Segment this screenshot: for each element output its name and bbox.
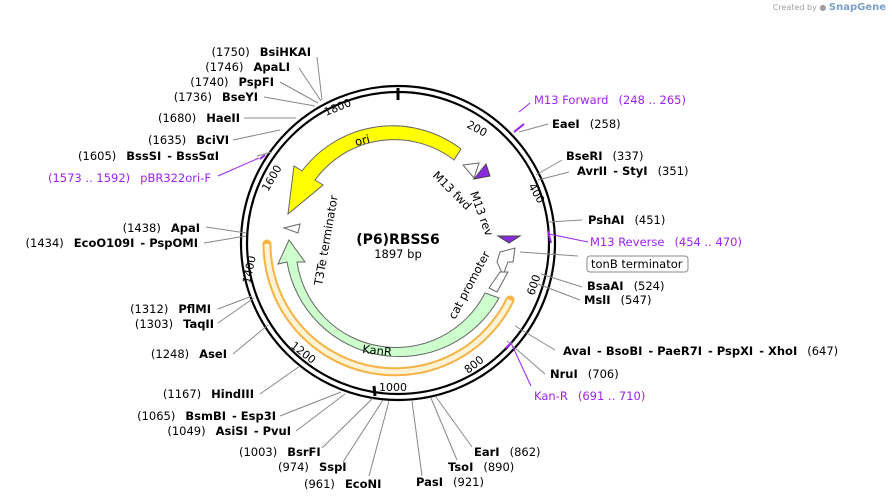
pflmi-site[interactable]: (1312)PflMI [130, 302, 211, 316]
m13-forward-primer[interactable]: M13 Forward(248 .. 265) [534, 93, 686, 107]
m13rev-arrow[interactable] [496, 235, 522, 244]
created-by-text: Created by [772, 3, 817, 12]
bsssi-site[interactable]: (1605)BssSI- BssSαI [78, 149, 219, 163]
backbone-outer-ring [239, 84, 557, 402]
m13rev-label: M13 rev [467, 189, 496, 238]
kanr-label: KanR [362, 342, 393, 359]
hindiii-site[interactable]: (1167)HindIII [163, 387, 254, 401]
tick-1600: 1600 [259, 163, 284, 194]
kanr-feature[interactable] [277, 239, 500, 358]
econi-site[interactable]: (961)EcoNI [304, 477, 381, 491]
t3te-arrow[interactable] [462, 162, 480, 180]
eari-site[interactable]: EarI(862) [474, 445, 541, 459]
cat-arrow[interactable] [488, 271, 509, 293]
m13fwd-label: M13 fwd [430, 168, 474, 212]
bsmbi-site[interactable]: (1065)BsmBI- Esp3I [137, 409, 276, 423]
apai-site[interactable]: (1438)ApaI [123, 221, 200, 235]
pshai-site[interactable]: PshAI(451) [588, 213, 665, 227]
bcivi-site[interactable]: (1635)BciVI [148, 133, 229, 147]
snapgene-logo: Created by ● SnapGene [773, 2, 886, 13]
tick-1800: 1800 [322, 96, 353, 119]
bsihkai-site[interactable]: (1750)BsiHKAI [211, 45, 311, 59]
apali-site[interactable]: (1746)ApaLI [205, 60, 290, 74]
sspi-site[interactable]: (974)SspI [278, 460, 347, 474]
tick-1000: 1000 [379, 381, 407, 394]
tonb-label-box [586, 255, 689, 273]
tick-800: 800 [462, 353, 487, 376]
bseri-site[interactable]: BseRI(337) [566, 149, 643, 163]
tick-200: 200 [465, 118, 490, 139]
pspfi-site[interactable]: (1740)PspFI [190, 75, 274, 89]
asei-site[interactable]: (1248)AseI [151, 347, 227, 361]
m13-reverse-primer[interactable]: M13 Reverse(454 .. 470) [590, 235, 742, 249]
avrii-styi-site[interactable]: AvrII- StyI(351) [577, 164, 689, 178]
tick-600: 600 [524, 273, 543, 297]
tonb-arrow[interactable] [496, 247, 516, 277]
nrui-site[interactable]: NruI(706) [550, 367, 619, 381]
bseyi-site[interactable]: (1736)BseYI [174, 90, 258, 104]
pbr322ori-f-primer[interactable]: (1573 .. 1592)pBR322ori-F [48, 171, 211, 185]
bsaai-site[interactable]: BsaAI(524) [587, 279, 665, 293]
haeii-site[interactable]: (1680)HaeII [158, 111, 240, 125]
m13fwd-arrow[interactable] [472, 162, 491, 180]
plasmid-size: 1897 bp [374, 247, 422, 261]
kanr-outline-inner [264, 243, 513, 375]
asisi-site[interactable]: (1049)AsiSI- PvuI [167, 424, 291, 438]
msli-site[interactable]: MslI(547) [584, 293, 651, 307]
ori-label: ori [353, 132, 371, 149]
t7te-label: T3Te terminator [311, 194, 341, 288]
tick-1400: 1400 [240, 255, 259, 285]
tonb-terminator-label[interactable]: tonB terminator [591, 257, 683, 271]
tsoi-site[interactable]: TsoI(890) [448, 460, 514, 474]
bsrfi-site[interactable]: (1003)BsrFI [239, 445, 321, 459]
tick-1000-mark [372, 385, 377, 397]
pasi-site[interactable]: PasI(921) [416, 475, 484, 489]
taqii-site[interactable]: (1303)TaqII [135, 317, 214, 331]
eaei-site[interactable]: EaeI(258) [552, 117, 621, 131]
brand-icon: ● [819, 3, 827, 12]
t7te-arrow[interactable] [282, 223, 301, 234]
avai-site-group[interactable]: AvaI- BsoBI- PaeR7I- PspXI- XhoI(647) [563, 344, 838, 358]
brand-name: SnapGene [828, 2, 886, 13]
plasmid-name: (P6)RBSS6 [356, 232, 440, 248]
ori-feature[interactable] [287, 125, 462, 216]
kan-r-primer[interactable]: Kan-R(691 .. 710) [534, 389, 645, 403]
ecoo109i-site[interactable]: (1434)EcoO109I- PspOMI [26, 236, 198, 250]
